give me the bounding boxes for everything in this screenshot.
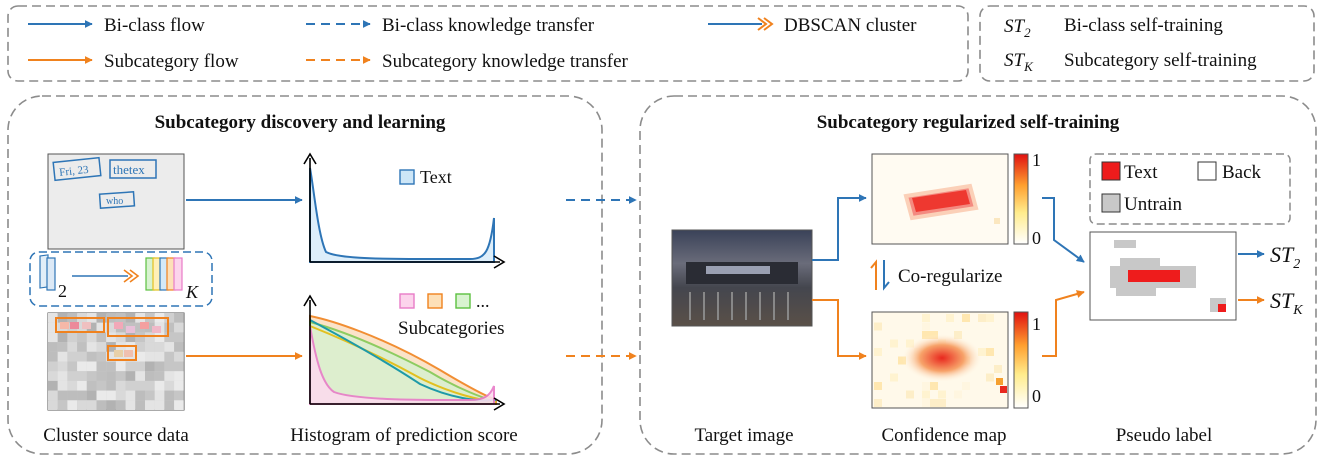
cluster-box: 2 K xyxy=(29,251,213,307)
right-panel: Subcategory regularized self-training 1 … xyxy=(639,95,1317,455)
right-panel-title: Subcategory regularized self-training xyxy=(817,112,1120,133)
biclass-confidence-map: 1 0 xyxy=(871,150,1041,248)
caption-pseudo: Pseudo label xyxy=(1116,425,1213,446)
caption-hist: Histogram of prediction score xyxy=(290,425,517,446)
target-to-bottom-map xyxy=(812,299,867,360)
dbscan-swatch xyxy=(708,17,774,31)
label-back: Back xyxy=(1222,162,1262,183)
word-1: Fri, 23 xyxy=(59,164,90,179)
untrain-class-swatch xyxy=(1101,193,1121,213)
target-image xyxy=(671,229,813,327)
target-to-top-map xyxy=(812,194,867,261)
subcat-swatch-pink xyxy=(399,293,415,309)
top-map-to-label xyxy=(1042,197,1085,263)
legend-box: Bi-class flow Subcategory flow Bi-class … xyxy=(7,5,1315,82)
label-untrain: Untrain xyxy=(1124,194,1183,215)
legend-stk-desc: Subcategory self-training xyxy=(1064,50,1257,71)
text-score-curve xyxy=(309,167,495,263)
subcategory-mosaic xyxy=(47,312,185,411)
cbar1-min: 0 xyxy=(1032,228,1041,248)
cluster-from-label: 2 xyxy=(58,281,67,301)
bottom-map-to-label xyxy=(1042,290,1085,357)
pseudo-label-map xyxy=(1089,231,1237,321)
text-legend-swatch xyxy=(399,169,415,185)
legend-dbscan: DBSCAN cluster xyxy=(784,15,917,36)
text-class-swatch xyxy=(1101,161,1121,181)
coregularize-marker: Co-regularize xyxy=(870,259,1002,291)
subcategories-label: Subcategories xyxy=(398,318,505,339)
cbar1-max: 1 xyxy=(1032,150,1041,170)
subcategory-confidence-map: 1 0 xyxy=(871,311,1041,409)
cbar2-min: 0 xyxy=(1032,386,1041,406)
output-stk: STK xyxy=(1270,288,1303,318)
word-3: who xyxy=(106,196,123,207)
legend-biclass-flow: Bi-class flow xyxy=(104,15,205,36)
text-histogram: Text xyxy=(303,152,506,269)
label-text: Text xyxy=(1124,162,1158,183)
output-st2: ST2 xyxy=(1270,242,1300,272)
text-legend-label: Text xyxy=(420,167,452,187)
legend-biclass-transfer: Bi-class knowledge transfer xyxy=(382,15,595,36)
word-2: thetex xyxy=(113,162,145,177)
subcategory-histogram: ... Subcategories xyxy=(303,291,506,411)
caption-confidence: Confidence map xyxy=(881,425,1006,446)
cluster-to-label: K xyxy=(185,282,199,302)
left-panel: Subcategory discovery and learning Fri, … xyxy=(7,95,603,455)
subcat-swatch-green xyxy=(455,293,471,309)
subcat-swatch-orange xyxy=(427,293,443,309)
pseudo-label-legend: Text Back Untrain xyxy=(1089,153,1291,225)
coregularize-label: Co-regularize xyxy=(898,266,1002,287)
legend-subcategory-transfer: Subcategory knowledge transfer xyxy=(382,51,629,72)
subcat-more: ... xyxy=(476,291,490,311)
legend-stk-symbol: STK xyxy=(1004,50,1034,74)
cbar2-max: 1 xyxy=(1032,314,1041,334)
legend-subcategory-flow: Subcategory flow xyxy=(104,51,239,72)
back-class-swatch xyxy=(1197,161,1217,181)
left-panel-title: Subcategory discovery and learning xyxy=(155,112,446,133)
legend-st2-desc: Bi-class self-training xyxy=(1064,15,1223,36)
caption-target: Target image xyxy=(694,425,793,446)
caption-source: Cluster source data xyxy=(43,425,189,446)
legend-st2-symbol: ST2 xyxy=(1004,16,1031,40)
source-text-image: Fri, 23 thetex who xyxy=(47,153,185,250)
